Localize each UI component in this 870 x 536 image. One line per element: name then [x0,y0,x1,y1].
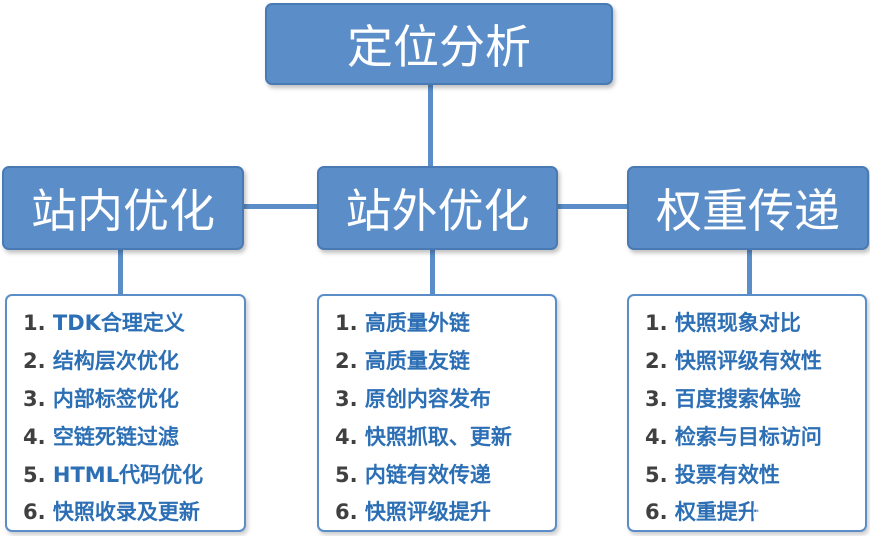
node-onsite-optimization-label: 站内优化 [31,184,215,238]
list-item: 5. 投票有效性 [645,463,780,487]
node-offsite-optimization-label: 站外优化 [345,184,530,238]
connector-right-horizontal [554,204,628,209]
connector-col1-down [118,246,123,296]
root-node: 定位分析 [265,3,613,85]
connector-col3-down [747,246,752,296]
list-item: 4. 检索与目标访问 [645,425,822,449]
connector-root-down [428,82,433,170]
node-weight-transfer-label: 权重传递 [656,184,840,238]
list-item: 2. 结构层次优化 [23,349,179,373]
list-item: 4. 空链死链过滤 [23,425,179,449]
list-item: 6. 快照收录及更新 [23,500,200,524]
watermark-text: 嘿嘿 [752,505,786,525]
list-item: 1. 快照现象对比 [645,311,801,335]
list-item: 2. 快照评级有效性 [645,349,822,373]
connector-col2-down [430,246,435,296]
node-onsite-optimization: 站内优化 [2,166,244,250]
node-offsite-optimization: 站外优化 [317,166,558,250]
offsite-optimization-list: 1. 高质量外链 2. 高质量友链 3. 原创内容发布 4. 快照抓取、更新 5… [317,294,557,532]
node-weight-transfer: 权重传递 [627,166,869,250]
connector-left-horizontal [240,204,318,209]
list-item: 3. 内部标签优化 [23,387,179,411]
list-item: 5. HTML代码优化 [23,463,204,487]
list-item: 3. 原创内容发布 [335,387,491,411]
list-item: 1. TDK合理定义 [23,311,185,335]
root-node-label: 定位分析 [347,20,531,74]
list-item: 2. 高质量友链 [335,349,470,373]
weight-transfer-list: 1. 快照现象对比 2. 快照评级有效性 3. 百度搜索体验 4. 检索与目标访… [627,294,867,532]
list-item: 6. 权重提升 [645,500,759,524]
list-item: 5. 内链有效传递 [335,463,491,487]
onsite-optimization-list: 1. TDK合理定义 2. 结构层次优化 3. 内部标签优化 4. 空链死链过滤… [5,294,246,532]
list-item: 3. 百度搜索体验 [645,387,801,411]
list-item: 1. 高质量外链 [335,311,470,335]
list-item: 6. 快照评级提升 [335,500,491,524]
list-item: 4. 快照抓取、更新 [335,425,512,449]
